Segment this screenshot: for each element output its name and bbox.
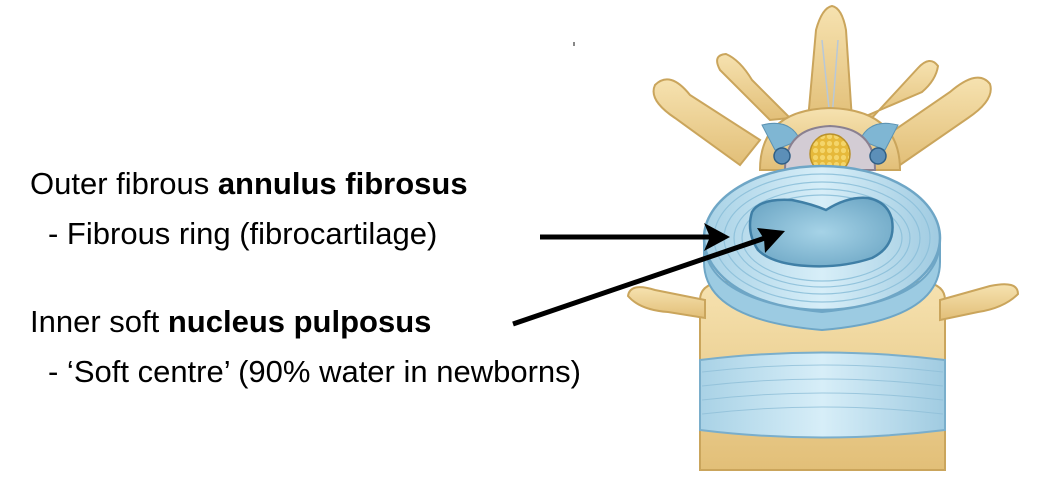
right-articular-process bbox=[851, 60, 940, 123]
annulus-fibrosus-description: - Fibrous ring (fibrocartilage) bbox=[48, 216, 438, 251]
lower-right-transverse-process bbox=[939, 283, 1020, 322]
annulus-label-term: annulus fibrosus bbox=[217, 166, 468, 201]
nucleus-pulposus-label: Inner soft nucleus pulposus bbox=[30, 304, 431, 340]
annulus-fibrosus-label: Outer fibrous annulus fibrosus bbox=[30, 166, 468, 202]
nucleus-arrow bbox=[512, 235, 766, 327]
nucleus-arrowhead bbox=[757, 228, 785, 253]
lower-left-transverse-process bbox=[626, 286, 706, 320]
nucleus-pulposus bbox=[748, 196, 894, 268]
lower-disc bbox=[699, 351, 946, 439]
annulus-label-prefix: Outer fibrous bbox=[30, 166, 218, 201]
annulus-arrowhead bbox=[704, 223, 730, 251]
right-transverse-process bbox=[878, 76, 992, 167]
nucleus-label-term: nucleus pulposus bbox=[167, 304, 432, 339]
nucleus-pulposus-description: - ‘Soft centre’ (90% water in newborns) bbox=[48, 354, 581, 389]
nucleus-label-prefix: Inner soft bbox=[30, 304, 168, 339]
left-transverse-process bbox=[652, 78, 762, 167]
spinous-process bbox=[806, 4, 854, 121]
left-articular-process bbox=[716, 52, 793, 122]
